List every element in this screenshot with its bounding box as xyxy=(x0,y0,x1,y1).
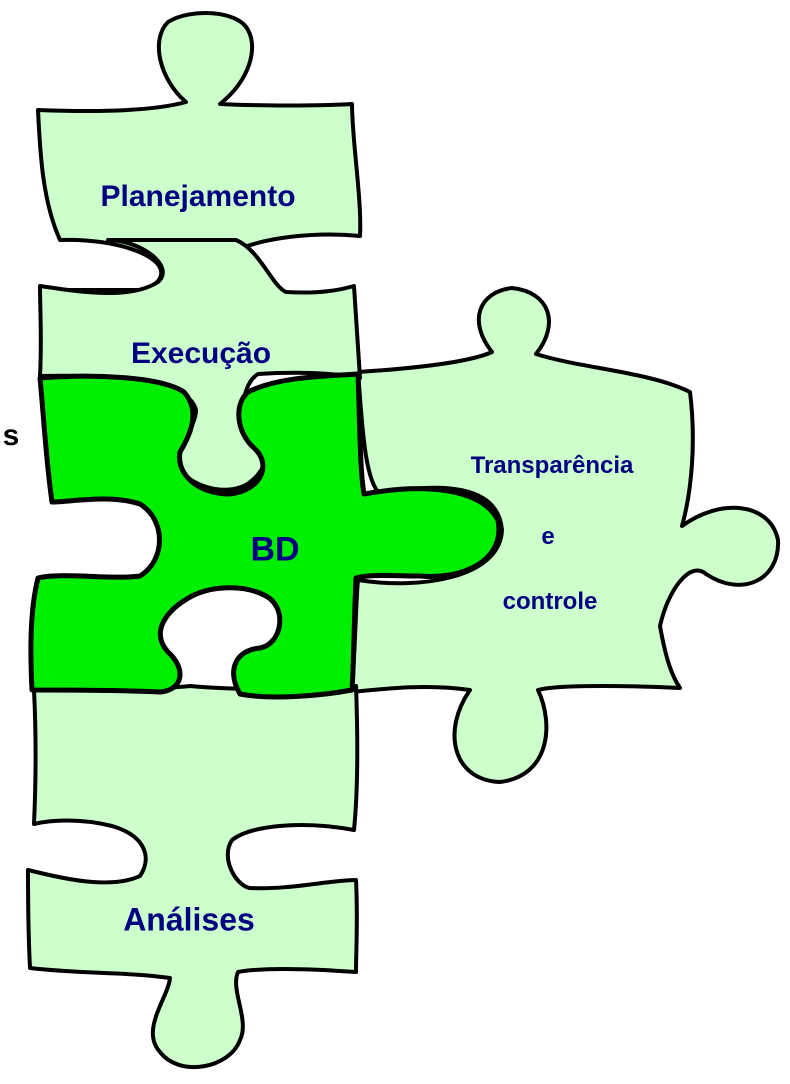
label-transparencia: Transparência xyxy=(470,452,634,479)
label-analises: Análises xyxy=(123,901,255,938)
label-e: e xyxy=(541,523,555,550)
puzzle-piece-bd xyxy=(28,371,502,700)
label-controle: controle xyxy=(502,588,598,615)
label-bd: BD xyxy=(250,530,300,569)
label-execucao: Execução xyxy=(130,337,272,370)
label-planejamento: Planejamento xyxy=(100,180,296,213)
puzzle-piece-analises xyxy=(26,684,360,1069)
edge-text-fragment: s xyxy=(2,419,20,452)
puzzle-piece-transparencia xyxy=(350,286,781,784)
